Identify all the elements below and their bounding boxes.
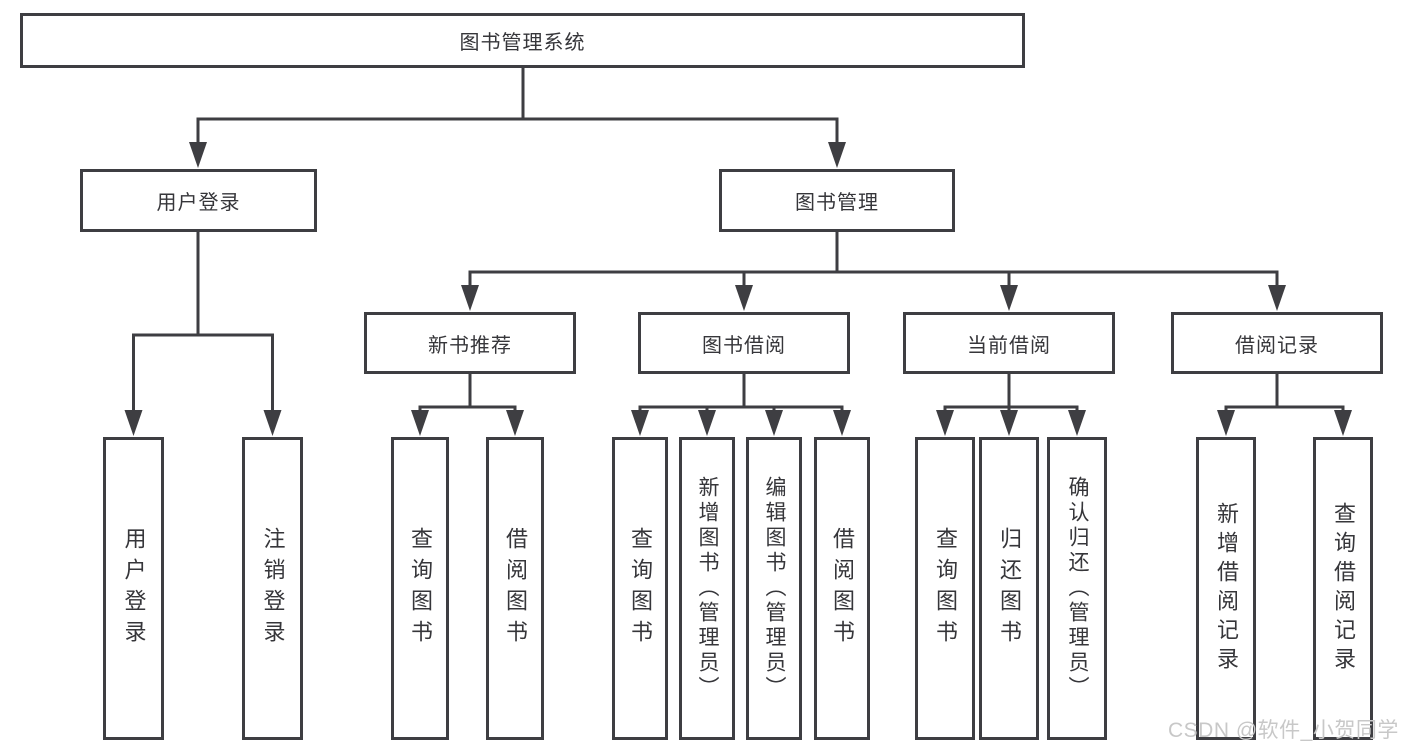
leaf-add-books-admin: 新增图书（管理员） (679, 437, 735, 740)
connector-newbook-to-leaves (411, 374, 524, 436)
connector-mgmt-to-level2 (461, 232, 1286, 311)
leaf-confirm-return-admin: 确认归还（管理员） (1047, 437, 1107, 740)
leaf-logout: 注销登录 (242, 437, 303, 740)
connector-borrow-to-leaves (631, 374, 851, 436)
node-label: 当前借阅 (967, 334, 1051, 357)
node-label: 新增借阅记录 (1214, 501, 1239, 676)
node-book-borrowing: 图书借阅 (638, 312, 850, 374)
leaf-add-borrow-record: 新增借阅记录 (1196, 437, 1256, 740)
node-label: 图书借阅 (702, 334, 786, 357)
node-new-book-recommend: 新书推荐 (364, 312, 576, 374)
node-book-management: 图书管理 (719, 169, 955, 232)
leaf-query-books-current: 查询图书 (915, 437, 975, 740)
connector-records-to-leaves (1217, 374, 1352, 436)
node-label: 查询图书 (933, 526, 958, 651)
leaf-return-books: 归还图书 (979, 437, 1039, 740)
leaf-edit-books-admin: 编辑图书（管理员） (746, 437, 802, 740)
connector-root-to-level1 (189, 67, 846, 168)
node-user-login: 用户登录 (80, 169, 317, 232)
node-label: 注销登录 (260, 526, 286, 651)
node-label: 用户登录 (156, 192, 241, 214)
leaf-query-books-borrowing: 查询图书 (612, 437, 668, 740)
node-label: 用户登录 (121, 526, 147, 651)
node-label: 查询图书 (408, 526, 433, 651)
node-label: 确认归还（管理员） (1066, 476, 1089, 701)
node-label: 借阅记录 (1235, 334, 1319, 357)
node-label: 归还图书 (997, 526, 1022, 651)
node-current-borrowing: 当前借阅 (903, 312, 1115, 374)
connector-login-to-leaves (124, 232, 282, 436)
csdn-watermark: CSDN @软件_小贺同学 (1168, 719, 1399, 742)
leaf-borrow-books: 借阅图书 (814, 437, 870, 740)
node-label: 图书管理 (795, 192, 879, 214)
node-label: 借阅图书 (830, 526, 855, 651)
node-borrowing-records: 借阅记录 (1171, 312, 1383, 374)
node-label: 新书推荐 (428, 334, 512, 357)
node-label: 编辑图书（管理员） (763, 476, 786, 701)
node-label: 借阅图书 (503, 526, 528, 651)
node-label: 查询图书 (628, 526, 653, 651)
node-label: 查询借阅记录 (1331, 501, 1356, 676)
node-label: 图书管理系统 (459, 32, 586, 54)
leaf-borrow-books-recommend: 借阅图书 (486, 437, 544, 740)
leaf-user-login: 用户登录 (103, 437, 164, 740)
connector-current-to-leaves (936, 374, 1086, 436)
node-label: 新增图书（管理员） (696, 476, 719, 701)
leaf-query-borrow-record: 查询借阅记录 (1313, 437, 1373, 740)
node-system-root: 图书管理系统 (20, 13, 1025, 68)
leaf-query-books-recommend: 查询图书 (391, 437, 449, 740)
